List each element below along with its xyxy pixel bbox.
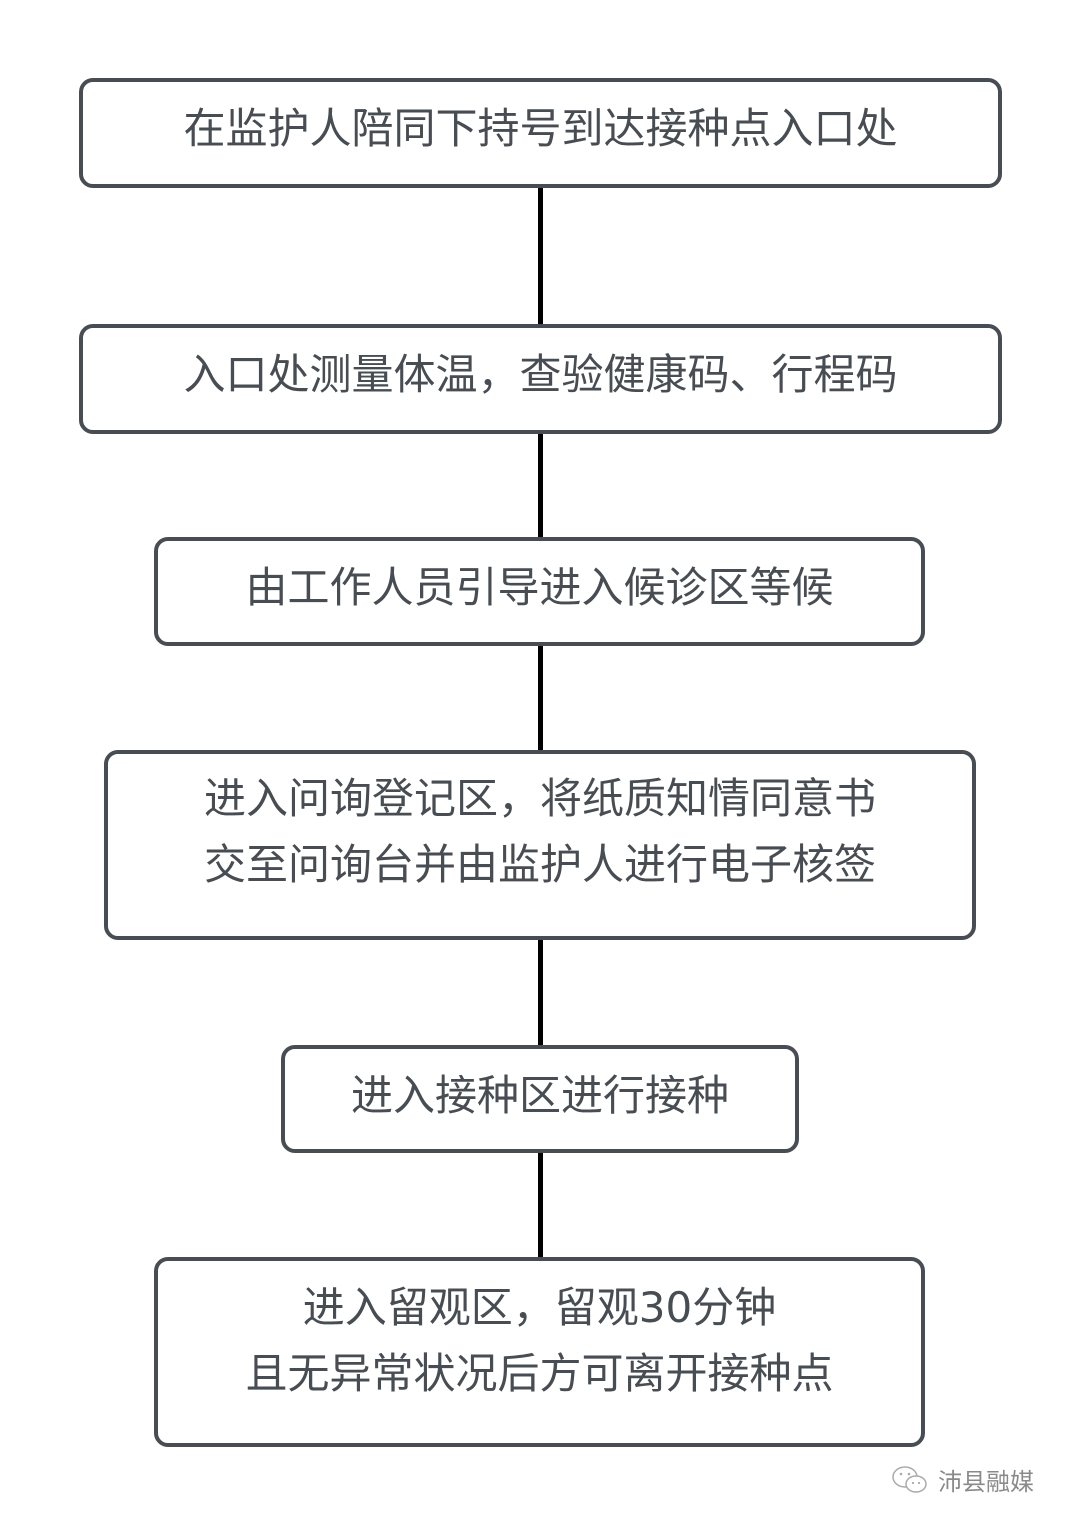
step-text: 交至问询台并由监护人进行电子核签	[203, 840, 876, 889]
step-vaccination: 进入接种区进行接种	[281, 1045, 799, 1153]
step-text: 入口处测量体温，查验健康码、行程码	[183, 350, 898, 399]
connector-line	[538, 940, 543, 1045]
step-arrive-entrance: 在监护人陪同下持号到达接种点入口处	[79, 78, 1002, 188]
watermark-text: 沛县融媒	[938, 1468, 1034, 1496]
connector-line	[538, 434, 543, 537]
step-text: 由工作人员引导进入候诊区等候	[245, 563, 834, 612]
step-observation: 进入留观区，留观30分钟 且无异常状况后方可离开接种点	[154, 1257, 925, 1447]
step-text: 进入接种区进行接种	[350, 1071, 729, 1120]
wechat-icon	[892, 1465, 927, 1493]
step-temperature-check: 入口处测量体温，查验健康码、行程码	[79, 324, 1002, 434]
step-text: 且无异常状况后方可离开接种点	[245, 1349, 834, 1398]
connector-line	[538, 646, 543, 750]
step-text: 在监护人陪同下持号到达接种点入口处	[183, 104, 898, 153]
step-text: 进入留观区，留观30分钟	[302, 1283, 777, 1332]
connector-line	[538, 188, 543, 324]
connector-line	[538, 1153, 543, 1257]
step-registration: 进入问询登记区，将纸质知情同意书 交至问询台并由监护人进行电子核签	[104, 750, 976, 940]
step-waiting-area: 由工作人员引导进入候诊区等候	[154, 537, 925, 646]
watermark: 沛县融媒	[890, 1462, 1034, 1497]
step-text: 进入问询登记区，将纸质知情同意书	[203, 774, 876, 823]
